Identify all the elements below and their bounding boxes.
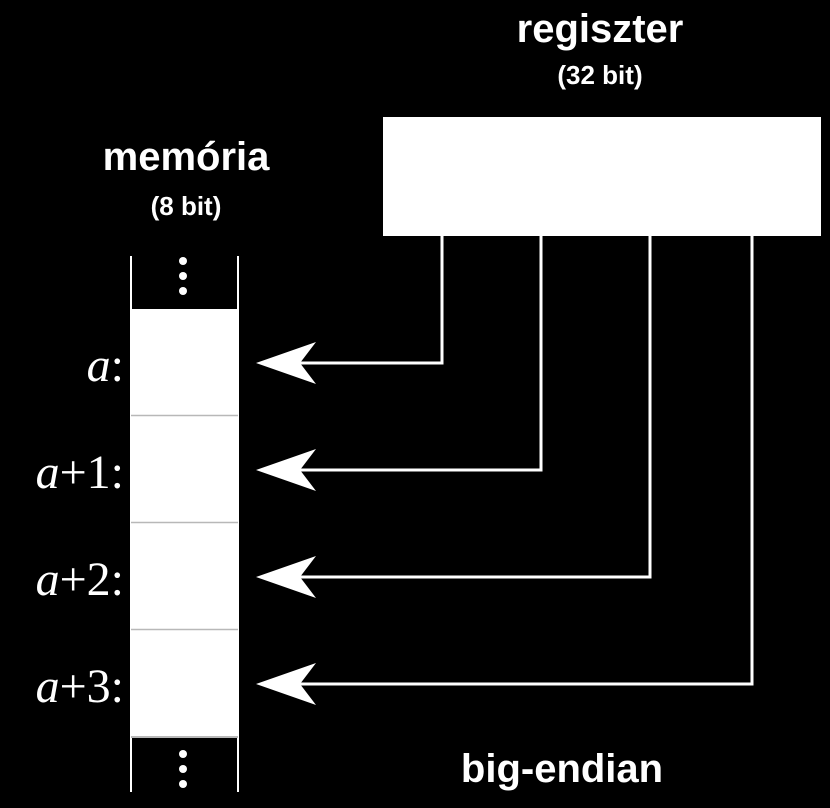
memory-ellipsis-top xyxy=(179,257,187,295)
connector-byte-0 xyxy=(300,236,444,365)
memory-ellipsis-bottom xyxy=(179,750,187,788)
connector-byte-3 xyxy=(300,236,754,686)
register-subtitle: (32 bit) xyxy=(557,60,642,90)
register-box xyxy=(383,117,821,236)
register-title: regiszter xyxy=(517,7,684,51)
memory-cell-0 xyxy=(131,309,238,415)
address-label-1: a+1: xyxy=(36,446,124,499)
address-label-0: a: xyxy=(87,339,124,392)
memory-cell-1 xyxy=(131,416,238,522)
memory-title: memória xyxy=(103,135,270,179)
arrowhead-icon xyxy=(256,449,316,491)
memory-subtitle: (8 bit) xyxy=(151,191,222,221)
connector-byte-2 xyxy=(300,236,652,579)
arrowhead-icon xyxy=(256,663,316,705)
arrowhead-icon xyxy=(256,556,316,598)
memory-cell-3 xyxy=(131,630,238,736)
connector-byte-1 xyxy=(300,236,543,472)
caption: big-endian xyxy=(461,747,663,791)
address-label-2: a+2: xyxy=(36,553,124,606)
arrowhead-icon xyxy=(256,342,316,384)
memory-cell-2 xyxy=(131,523,238,629)
address-label-3: a+3: xyxy=(36,660,124,713)
